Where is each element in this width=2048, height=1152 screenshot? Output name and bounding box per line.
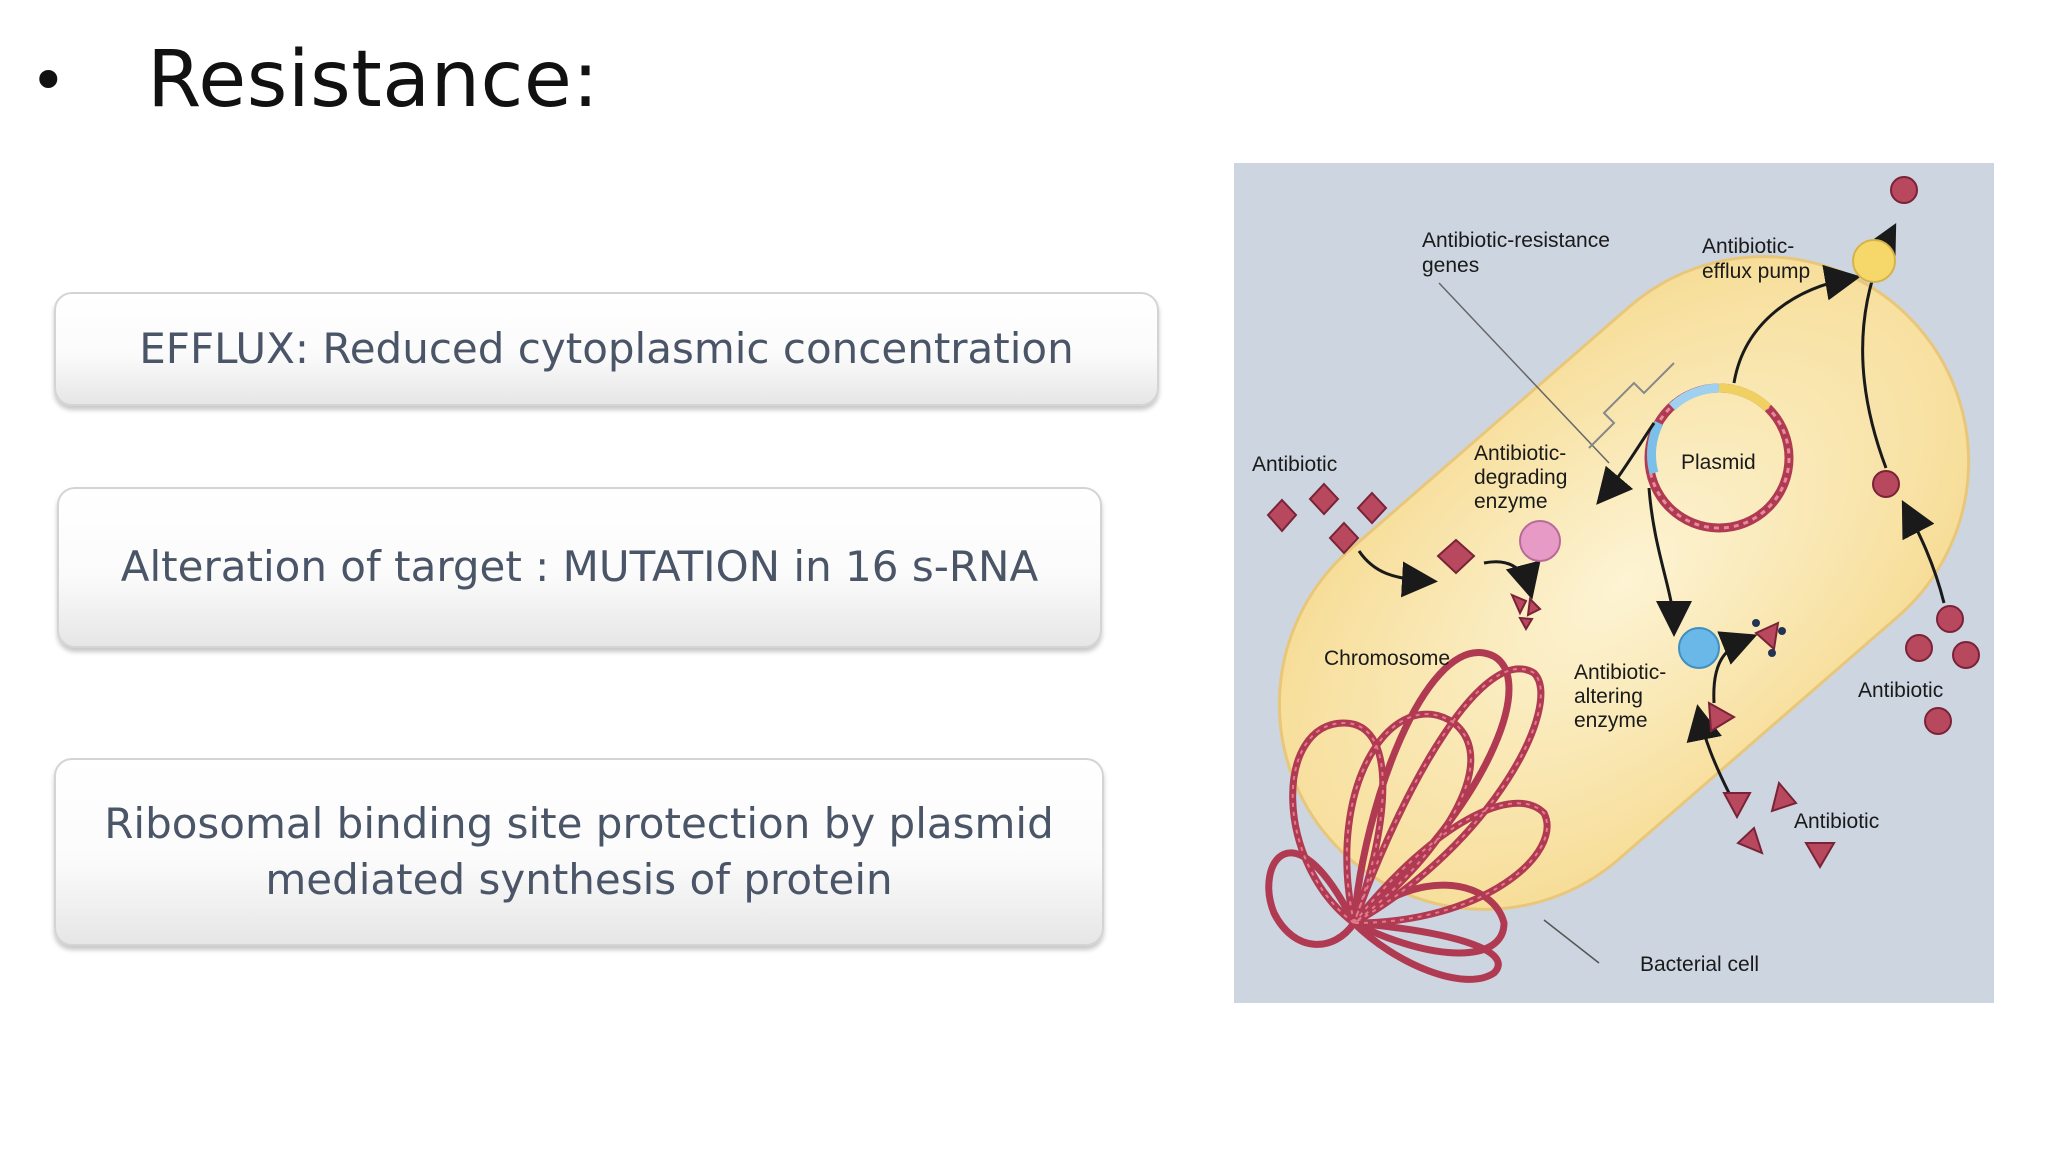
plasmid-blue-gene <box>1647 420 1664 475</box>
efflux-box: EFFLUX: Reduced cytoplasmic concentratio… <box>54 292 1159 406</box>
title-text: Resistance: <box>147 35 600 125</box>
efflux-box-text: EFFLUX: Reduced cytoplasmic concentratio… <box>139 323 1074 373</box>
bacterial-resistance-diagram: Antibiotic-resistance genes Antibiotic- … <box>1234 163 1994 1003</box>
enzyme-altering-arrow <box>1712 631 1758 704</box>
label-antibiotic-right: Antibiotic <box>1858 679 1943 702</box>
antibiotic-circle-inside <box>1872 470 1900 498</box>
antibiotic-diamond-3 <box>1356 491 1388 525</box>
label-chromosome: Chromosome <box>1324 647 1450 670</box>
title-bullet: • <box>30 43 68 117</box>
antibiotic-triangle-4 <box>1804 842 1836 869</box>
antibiotic-diamond-1 <box>1266 498 1298 533</box>
bacterial-cell-pointer <box>1543 919 1600 964</box>
antibiotic-fragment-1 <box>1510 593 1528 616</box>
label-efflux-pump-line1: Antibiotic- <box>1702 235 1794 258</box>
efflux-pump <box>1852 239 1896 283</box>
label-altering-enzyme-line3: enzyme <box>1574 709 1648 732</box>
label-plasmid: Plasmid <box>1681 451 1756 474</box>
label-altering-enzyme-line2: altering <box>1574 685 1643 708</box>
antibiotic-triangle-inside <box>1707 701 1736 733</box>
target-alteration-box: Alteration of target : MUTATION in 16 s-… <box>57 487 1102 648</box>
bacterial-cell-body <box>1277 255 1971 911</box>
label-bacterial-cell: Bacterial cell <box>1640 953 1759 976</box>
target-alteration-box-text: Alteration of target : MUTATION in 16 s-… <box>120 542 1039 592</box>
antibiotic-triangles <box>1707 621 1836 869</box>
plasmid-to-altering-enzyme-arrow <box>1647 487 1692 637</box>
plasmid-to-pump-arrow <box>1732 264 1861 384</box>
antibiotic-triangle-3 <box>1736 826 1764 855</box>
antibiotic-entry-arrow-bottom <box>1686 704 1731 794</box>
label-altering-enzyme-line1: Antibiotic- <box>1574 661 1666 684</box>
antibiotic-diamond-entering <box>1436 538 1476 575</box>
degrading-enzyme <box>1519 520 1561 562</box>
label-resistance-genes-line2: genes <box>1422 254 1479 277</box>
altered-antibiotic <box>1754 621 1780 651</box>
antibiotic-entry-arrow-right <box>1901 500 1946 604</box>
antibiotic-diamond-2 <box>1308 482 1340 516</box>
resistance-genes-bracket <box>1588 362 1675 449</box>
antibiotic-circle-right-4 <box>1924 707 1952 735</box>
chromosome-dna-highlight <box>1291 667 1548 924</box>
antibiotic-diamond-4 <box>1328 521 1360 555</box>
antibiotic-circle-right-3 <box>1952 641 1980 669</box>
altering-enzyme <box>1678 627 1720 669</box>
antibiotic-circles <box>1872 176 1980 735</box>
antibiotic-diamonds <box>1266 482 1542 632</box>
plasmid-resistance-genes <box>1668 383 1720 411</box>
label-antibiotic-bottom: Antibiotic <box>1794 810 1879 833</box>
label-degrading-enzyme-line2: degrading <box>1474 466 1567 489</box>
altered-antibiotic-groups <box>1752 619 1786 657</box>
slide-title: • Resistance: <box>30 25 599 135</box>
plasmid-yellow-gene <box>1718 383 1772 412</box>
ribosomal-protection-box-text: Ribosomal binding site protection by pla… <box>104 798 1054 904</box>
label-antibiotic-left: Antibiotic <box>1252 453 1337 476</box>
antibiotic-fragment-3 <box>1518 616 1534 632</box>
label-degrading-enzyme-line3: enzyme <box>1474 490 1548 513</box>
label-efflux-pump-line2: efflux pump <box>1702 260 1810 283</box>
antibiotic-circle-right-2 <box>1905 634 1933 662</box>
label-degrading-enzyme-line1: Antibiotic- <box>1474 442 1566 465</box>
antibiotic-triangle-2 <box>1770 780 1798 813</box>
antibiotic-circle-right-1 <box>1936 605 1964 633</box>
resistance-genes-pointer <box>1438 282 1610 464</box>
antibiotic-entry-arrow-left <box>1357 550 1438 598</box>
ribosomal-protection-box: Ribosomal binding site protection by pla… <box>54 758 1104 946</box>
antibiotic-circle-outside-top <box>1890 176 1918 204</box>
plasmid-to-degrading-enzyme-arrow <box>1596 422 1656 505</box>
label-resistance-genes-line1: Antibiotic-resistance <box>1422 229 1610 252</box>
antibiotic-triangle-1 <box>1722 792 1752 820</box>
enzyme-cleavage-arrow <box>1483 560 1541 600</box>
plasmid-ring-texture <box>1647 386 1791 530</box>
antibiotic-fragment-2 <box>1526 596 1542 617</box>
